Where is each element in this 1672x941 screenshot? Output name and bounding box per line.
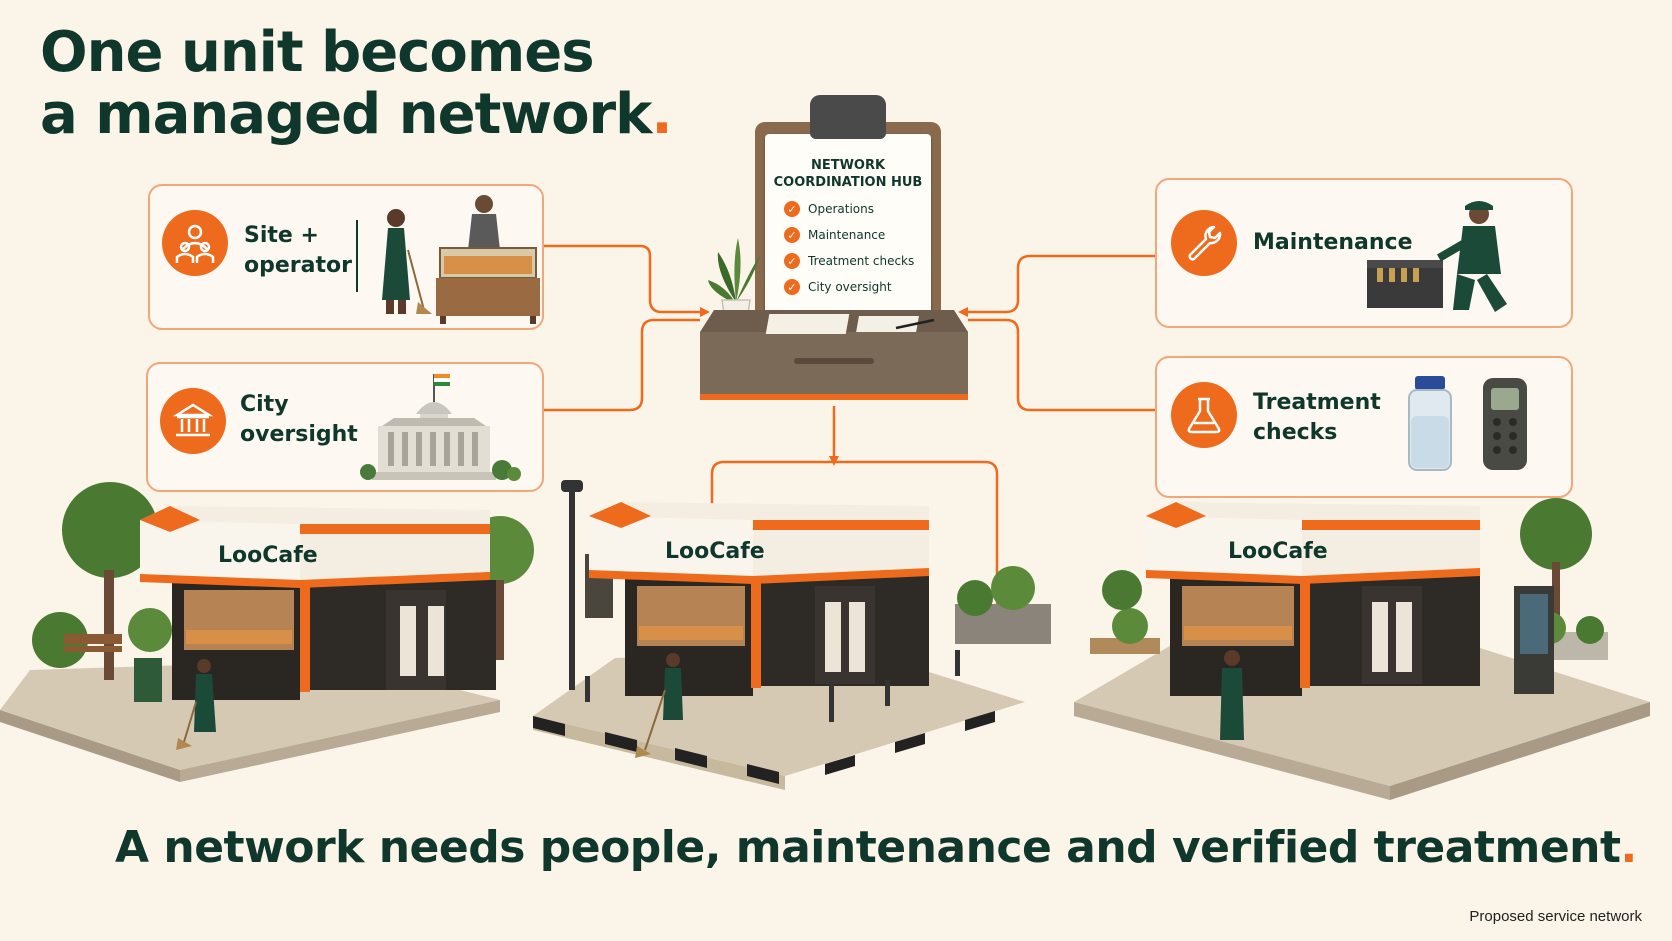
- site-operator-line-1: Site +: [244, 223, 319, 248]
- hub-item-maintenance: ✓ Maintenance: [784, 227, 885, 243]
- tagline: A network needs people, maintenance and …: [115, 822, 1637, 873]
- kiosk-left: LooCafe: [0, 482, 534, 782]
- card-treatment-checks[interactable]: Treatment checks: [1155, 356, 1573, 498]
- hub-item-label: Operations: [808, 202, 874, 216]
- headline-line-2-text: a managed network: [40, 82, 652, 147]
- kiosk-centre-sign: LooCafe: [665, 539, 765, 564]
- treatment-checks-line-1: Treatment: [1253, 390, 1381, 415]
- technician-illustration: [1367, 201, 1507, 312]
- hub-title-line-1: NETWORK: [810, 158, 886, 173]
- kiosk-centre: LooCafe: [533, 480, 1051, 790]
- card-site-operator-label: Site + operator: [244, 221, 352, 281]
- card-city-oversight-label: City oversight: [240, 390, 358, 450]
- headline: One unit becomes a managed network.: [40, 20, 673, 147]
- headline-line-1: One unit becomes: [40, 20, 595, 85]
- treatment-checks-line-2: checks: [1253, 420, 1338, 445]
- city-oversight-line-1: City: [240, 392, 289, 417]
- hub-desk: [700, 310, 968, 400]
- wrench-icon: [1171, 210, 1237, 276]
- tagline-dot: .: [1620, 822, 1638, 873]
- hub-item-city-oversight: ✓ City oversight: [784, 279, 892, 295]
- card-treatment-checks-label: Treatment checks: [1253, 388, 1381, 448]
- card-divider: [356, 220, 358, 292]
- government-building-icon: [160, 388, 226, 454]
- check-icon: ✓: [784, 201, 800, 217]
- tagline-text: A network needs people, maintenance and …: [115, 822, 1621, 873]
- hub-item-label: Maintenance: [808, 228, 886, 242]
- hub-item-operations: ✓ Operations: [784, 201, 874, 217]
- hub-title: NETWORK COORDINATION HUB: [765, 157, 931, 191]
- people-icon: [162, 210, 228, 276]
- headline-dot: .: [651, 82, 672, 147]
- card-city-oversight[interactable]: City oversight: [146, 362, 544, 492]
- check-icon: ✓: [784, 227, 800, 243]
- check-icon: ✓: [784, 279, 800, 295]
- city-oversight-line-2: oversight: [240, 422, 358, 447]
- card-site-operator[interactable]: Site + operator: [148, 184, 544, 330]
- clipboard-clip: [810, 95, 886, 139]
- government-building-illustration: [360, 374, 521, 481]
- headline-line-2: a managed network.: [40, 82, 673, 147]
- footer-note: Proposed service network: [1469, 908, 1642, 925]
- kiosk-right: LooCafe: [1074, 498, 1650, 800]
- site-operator-line-2: operator: [244, 253, 352, 278]
- wire-site-operator: [544, 244, 700, 314]
- check-icon: ✓: [784, 253, 800, 269]
- hub-item-label: Treatment checks: [808, 254, 915, 268]
- maintenance-line-1: Maintenance: [1253, 230, 1413, 255]
- flask-icon: [1171, 382, 1237, 448]
- card-maintenance-label: Maintenance: [1253, 228, 1413, 258]
- hub-item-treatment-checks: ✓ Treatment checks: [784, 253, 914, 269]
- kiosk-left-sign: LooCafe: [218, 543, 318, 568]
- card-maintenance[interactable]: Maintenance: [1155, 178, 1573, 328]
- operator-illustration: [382, 195, 540, 324]
- hub-item-label: City oversight: [808, 280, 892, 294]
- water-sample-illustration: [1408, 376, 1527, 471]
- hub-title-line-2: COORDINATION HUB: [773, 175, 923, 190]
- kiosk-right-sign: LooCafe: [1228, 539, 1328, 564]
